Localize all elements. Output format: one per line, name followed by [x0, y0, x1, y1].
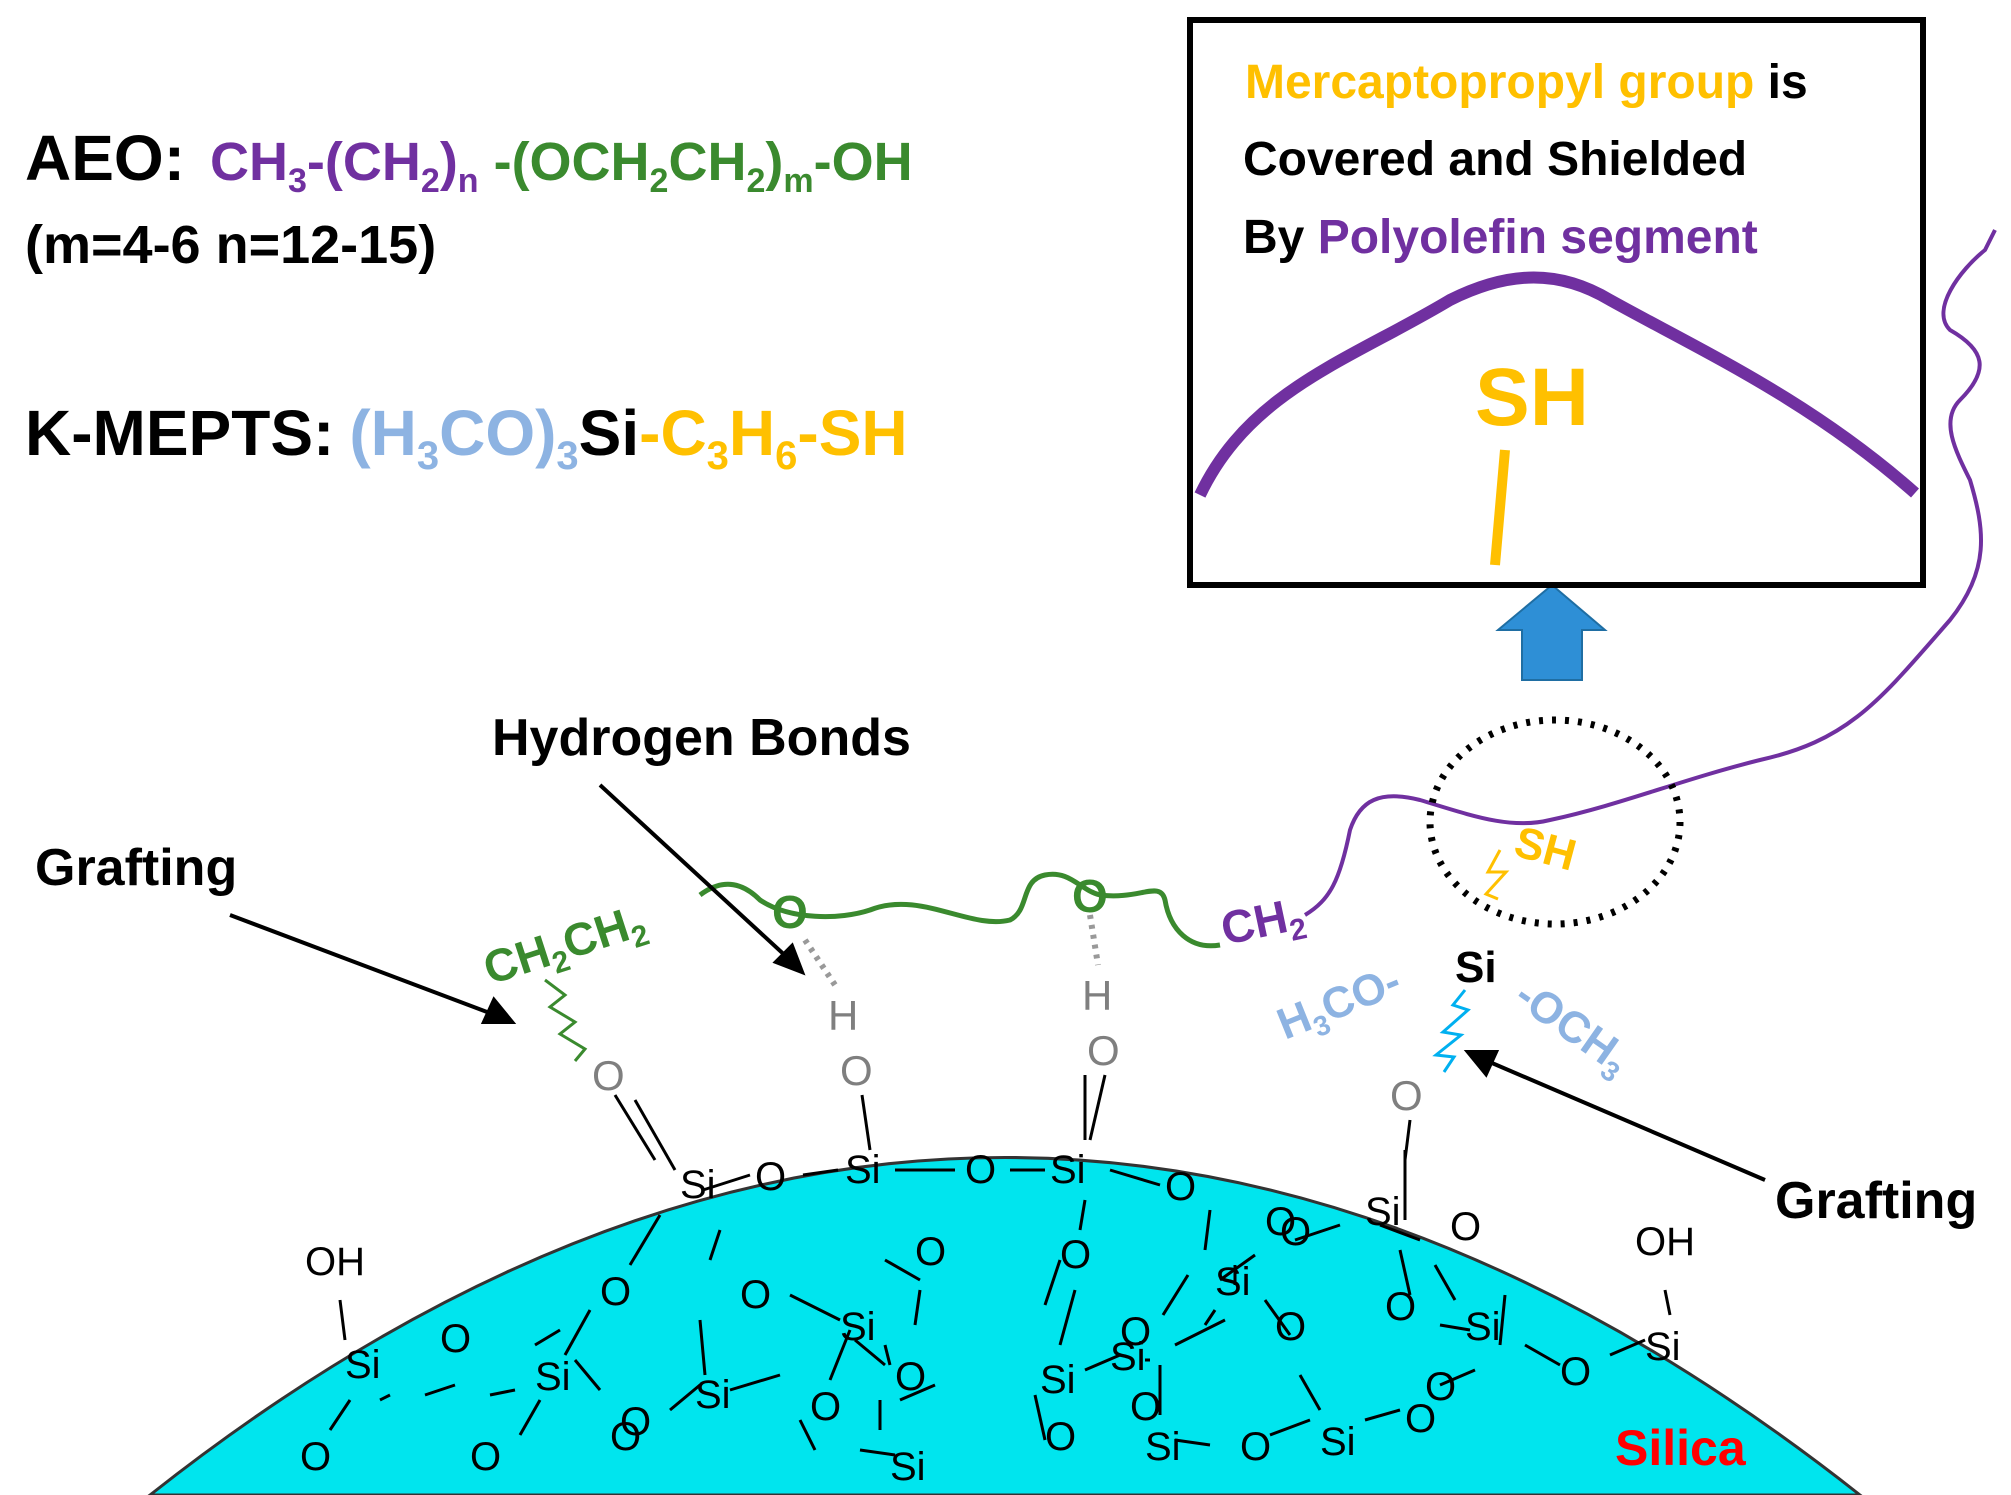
- network-si: Si: [1465, 1305, 1501, 1349]
- surface-o: O: [840, 1047, 873, 1094]
- network-o: O: [1130, 1385, 1161, 1429]
- network-si: Si: [1215, 1260, 1251, 1304]
- surface-o: O: [1390, 1072, 1423, 1119]
- surface-hydroxyls: O H O H O O: [592, 972, 1423, 1119]
- pointer-arrows: [229, 783, 1766, 1182]
- aeo-condition: (m=4-6 n=12-15): [25, 215, 436, 275]
- network-o: O: [1120, 1310, 1151, 1354]
- och3-label: -OCH3: [1503, 970, 1639, 1088]
- aeo-chain: [698, 871, 1221, 949]
- network-si: Si: [1145, 1425, 1181, 1469]
- network-o: O: [470, 1435, 501, 1479]
- inset-line-1: Mercaptopropyl group is: [1245, 56, 1808, 109]
- ch2ch2-label: CH2CH2: [477, 894, 653, 1001]
- silica-sphere: [147, 1156, 1863, 1495]
- inset-line-3: By Polyolefin segment: [1243, 211, 1758, 264]
- network-si: Si: [535, 1355, 571, 1399]
- ether-o-2: O: [1072, 870, 1108, 922]
- surface-h: H: [1082, 972, 1112, 1019]
- silica-label: Silica: [1615, 1420, 1747, 1476]
- network-o: O: [1560, 1350, 1591, 1394]
- sh-linker: [1483, 849, 1510, 901]
- network-si: Si: [1050, 1148, 1086, 1192]
- inset-sh-bond: [1490, 449, 1510, 566]
- surface-h: H: [828, 992, 858, 1039]
- network-o: O: [740, 1273, 771, 1317]
- network-o: O: [620, 1400, 651, 1444]
- network-si: Si: [345, 1343, 381, 1387]
- network-si: Si: [1365, 1190, 1401, 1234]
- network-o: O: [1450, 1205, 1481, 1249]
- network-si: Si: [1320, 1420, 1356, 1464]
- network-o: O: [915, 1230, 946, 1274]
- surface-bonds: [613, 1074, 1412, 1161]
- network-o: O: [300, 1435, 331, 1479]
- network-o: O: [965, 1148, 996, 1192]
- si-label: Si: [1455, 943, 1497, 992]
- network-o: O: [1165, 1165, 1196, 1209]
- network-o: O: [1060, 1233, 1091, 1277]
- network-si: Si: [695, 1373, 731, 1417]
- network-si: Si: [1110, 1335, 1146, 1379]
- network-o: O: [810, 1385, 841, 1429]
- inset-box: [1187, 17, 1926, 588]
- silica-network-bonds: [328, 1075, 1672, 1457]
- surface-o: O: [1087, 1027, 1120, 1074]
- grafting-left-label: Grafting: [35, 839, 237, 897]
- ch2-label: CH2: [1216, 887, 1310, 962]
- hydrogen-bonds-label: Hydrogen Bonds: [492, 709, 911, 767]
- hydrogen-bond-dots: [802, 914, 1101, 987]
- inset-line-2: Covered and Shielded: [1243, 133, 1747, 186]
- network-o: O: [600, 1270, 631, 1314]
- polyolefin-chain: [1303, 229, 1997, 917]
- up-arrow: [1495, 583, 1608, 681]
- inset-sh: SH: [1475, 352, 1589, 443]
- network-o: O: [1280, 1210, 1311, 1254]
- network-o: O: [1275, 1305, 1306, 1349]
- aeo-formula: AEO:CH3-(CH2)n -(OCH2CH2)m-OH: [25, 122, 913, 200]
- inset-polyolefin-arc: [1194, 271, 1919, 498]
- highlight-circle: [1426, 716, 1684, 928]
- network-o: O: [610, 1415, 641, 1459]
- network-si: Si: [1645, 1325, 1681, 1369]
- si-o-linker: [1432, 989, 1471, 1073]
- network-o: O: [895, 1355, 926, 1399]
- surface-o: O: [592, 1052, 625, 1099]
- network-o: O: [1425, 1365, 1456, 1409]
- network-si: Si: [840, 1305, 876, 1349]
- kmepts-formula: K-MEPTS:(H3CO)3Si-C3H6-SH: [25, 397, 908, 478]
- network-o: O: [1265, 1200, 1296, 1244]
- network-o: O: [440, 1317, 471, 1361]
- silica-network-atoms: Si O Si O Si O O O O O Si O Si Si O Si O…: [300, 1148, 1695, 1489]
- network-o: O: [1405, 1397, 1436, 1441]
- network-oh: OH: [1635, 1220, 1695, 1264]
- ether-o-1: O: [772, 886, 808, 938]
- grafting-right-label: Grafting: [1775, 1172, 1977, 1230]
- h3co-label: H3CO-: [1270, 956, 1409, 1055]
- network-oh: OH: [305, 1240, 365, 1284]
- network-si: Si: [890, 1445, 926, 1489]
- network-si: Si: [680, 1163, 716, 1207]
- sh-label: SH: [1509, 817, 1581, 880]
- network-si: Si: [1040, 1358, 1076, 1402]
- network-o: O: [1240, 1425, 1271, 1469]
- network-si: Si: [845, 1148, 881, 1192]
- left-graft-linker: [544, 978, 588, 1062]
- network-o: O: [1045, 1415, 1076, 1459]
- network-o: O: [755, 1155, 786, 1199]
- network-o: O: [1385, 1285, 1416, 1329]
